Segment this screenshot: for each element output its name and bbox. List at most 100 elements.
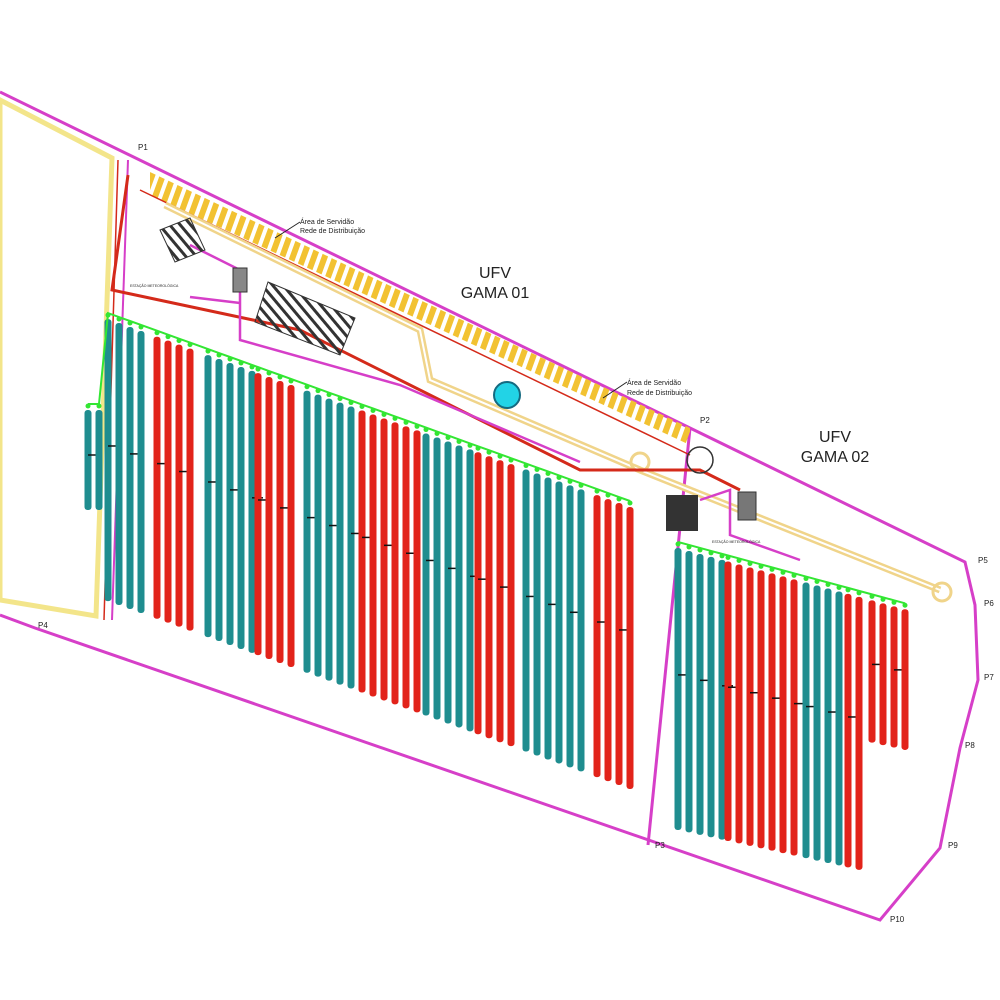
pv-string-gama01 bbox=[215, 359, 223, 642]
pv-string-gama02 bbox=[707, 556, 715, 838]
inverter-cabin bbox=[232, 267, 248, 293]
pv-string-gama02 bbox=[735, 564, 743, 844]
substation-building bbox=[159, 217, 206, 263]
combiner-node bbox=[627, 500, 633, 506]
pv-string-gama02 bbox=[844, 593, 852, 868]
pv-string-gama02 bbox=[757, 570, 765, 849]
pond bbox=[493, 381, 521, 409]
dc-collector-gama02 bbox=[677, 541, 906, 605]
weather-station-label-2: ESTAÇÃO METEOROLÓGICA bbox=[712, 539, 761, 544]
pv-string-gama01 bbox=[126, 327, 134, 609]
zone-2-title: UFV bbox=[819, 429, 851, 446]
pv-string-gama01 bbox=[466, 449, 474, 732]
pv-string-gama01 bbox=[544, 477, 552, 760]
pv-string-gama01 bbox=[226, 363, 234, 645]
boundary-point-p5: P5 bbox=[978, 556, 988, 565]
adjacent-lot-outline bbox=[0, 97, 115, 619]
pv-string-gama02 bbox=[790, 579, 798, 856]
pv-string-gama02 bbox=[802, 582, 810, 859]
pv-string-gama02 bbox=[824, 588, 832, 863]
pv-string-gama01 bbox=[496, 460, 504, 743]
lv-cable bbox=[189, 243, 581, 464]
road-turnaround-2 bbox=[931, 581, 953, 603]
pv-string-gama01 bbox=[84, 410, 92, 510]
pv-string-gama01 bbox=[186, 348, 194, 631]
boundary-point-p2: P2 bbox=[700, 416, 710, 425]
zone-2-subtitle: GAMA 02 bbox=[801, 449, 870, 466]
servitude-label-2b: Rede de Distribuição bbox=[627, 390, 692, 397]
pv-string-gama01 bbox=[303, 390, 311, 673]
well-marker bbox=[686, 446, 714, 474]
servitude-label-2a: Área de Servidão bbox=[627, 378, 681, 387]
boundary-point-p9: P9 bbox=[948, 841, 958, 850]
pv-string-gama01 bbox=[577, 489, 585, 772]
pv-string-gama01 bbox=[204, 355, 212, 638]
pv-string-gama01 bbox=[474, 452, 482, 735]
pv-string-gama01 bbox=[347, 406, 355, 689]
pv-string-gama02 bbox=[879, 603, 887, 746]
boundary-point-p6: P6 bbox=[984, 599, 994, 608]
pv-string-gama02 bbox=[718, 559, 726, 840]
pv-string-gama02 bbox=[696, 553, 704, 835]
pv-string-gama01 bbox=[566, 485, 574, 768]
mv-cable bbox=[110, 174, 741, 492]
hatched-area bbox=[254, 281, 356, 356]
pv-string-gama02 bbox=[685, 550, 693, 833]
pv-string-gama01 bbox=[380, 418, 388, 701]
pv-string-gama02 bbox=[835, 591, 843, 866]
pv-string-gama01 bbox=[115, 323, 123, 606]
pv-string-gama01 bbox=[254, 373, 262, 656]
pv-string-gama01 bbox=[336, 402, 344, 685]
property-boundary bbox=[0, 90, 980, 922]
pv-string-gama01 bbox=[626, 507, 634, 789]
servitude-label-1a: Área de Servidão bbox=[300, 217, 354, 226]
pv-string-gama01 bbox=[604, 499, 612, 782]
pv-string-gama01 bbox=[265, 377, 273, 660]
pv-string-gama01 bbox=[287, 384, 295, 667]
pv-string-gama01 bbox=[433, 437, 441, 720]
pv-string-gama01 bbox=[325, 398, 333, 681]
pv-string-gama01 bbox=[522, 469, 530, 752]
zone-1-title: UFV bbox=[479, 265, 511, 282]
pv-string-gama01 bbox=[413, 430, 421, 713]
pv-string-gama01 bbox=[248, 370, 256, 653]
weather-station-label-1: ESTAÇÃO METEOROLÓGICA bbox=[130, 283, 179, 288]
servitude-label-1b: Rede de Distribuição bbox=[300, 228, 365, 235]
pv-string-gama01 bbox=[369, 414, 377, 697]
pv-string-gama01 bbox=[153, 336, 161, 619]
combiner-node bbox=[902, 602, 908, 608]
pv-string-gama01 bbox=[237, 366, 245, 649]
pv-string-gama01 bbox=[615, 503, 623, 786]
pv-string-gama02 bbox=[813, 585, 821, 861]
boundary-point-p4: P4 bbox=[38, 621, 48, 630]
pv-string-gama02 bbox=[890, 606, 898, 748]
pv-string-gama01 bbox=[104, 319, 112, 602]
pv-string-gama02 bbox=[855, 596, 863, 870]
pv-string-gama02 bbox=[779, 576, 787, 854]
pv-string-gama01 bbox=[175, 344, 183, 627]
pv-string-gama01 bbox=[276, 381, 284, 663]
servitude-area bbox=[150, 172, 690, 445]
boundary-point-p7: P7 bbox=[984, 673, 994, 682]
pv-string-gama01 bbox=[402, 426, 410, 709]
pv-string-gama01 bbox=[444, 441, 452, 724]
pv-string-gama01 bbox=[555, 481, 563, 764]
pv-string-gama01 bbox=[137, 330, 145, 613]
pv-string-gama01 bbox=[164, 340, 172, 623]
boundary-point-p8: P8 bbox=[965, 741, 975, 750]
pv-arrays bbox=[84, 311, 909, 870]
pv-string-gama02 bbox=[674, 548, 682, 830]
pv-string-gama01 bbox=[358, 410, 366, 693]
inverter-cabin-2 bbox=[666, 495, 698, 531]
pv-string-gama02 bbox=[901, 609, 909, 750]
pv-string-gama01 bbox=[422, 433, 430, 716]
pv-string-gama01 bbox=[507, 464, 515, 747]
pv-string-gama01 bbox=[593, 495, 601, 778]
zone-1-subtitle: GAMA 01 bbox=[461, 285, 530, 302]
pv-string-gama01 bbox=[455, 445, 463, 728]
pv-string-gama01 bbox=[485, 456, 493, 739]
pv-string-gama02 bbox=[868, 600, 876, 743]
boundary-point-p1: P1 bbox=[138, 143, 148, 152]
